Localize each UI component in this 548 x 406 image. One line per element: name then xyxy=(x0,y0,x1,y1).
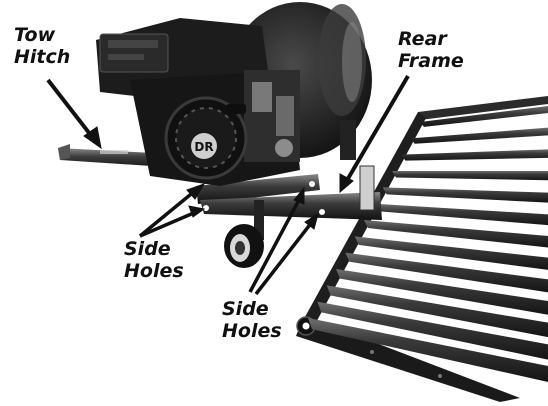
deck-slat xyxy=(392,171,548,181)
deck-slat xyxy=(354,236,548,270)
engine: DR xyxy=(96,18,300,186)
arrow-tow-hitch xyxy=(46,78,95,140)
arrow-side-holes-left-1 xyxy=(138,188,198,238)
deck-rear-rail xyxy=(418,96,548,120)
arrow-side-holes-bottom-2 xyxy=(254,220,314,296)
label-side-holes-bottom: Side Holes xyxy=(222,298,282,342)
side-hole xyxy=(319,209,325,215)
dr-logo-text: DR xyxy=(194,140,213,154)
arrowhead xyxy=(186,183,206,200)
decal-tag xyxy=(359,165,375,211)
callout-arrows xyxy=(46,74,410,296)
deck-slat xyxy=(326,285,548,338)
deck-slat xyxy=(345,252,548,293)
arrow-side-holes-left-2 xyxy=(139,210,197,238)
arrowhead xyxy=(83,126,102,150)
arrowhead xyxy=(293,186,305,205)
deck-left-rail xyxy=(300,112,426,330)
label-rear-frame: Rear Frame xyxy=(398,28,464,72)
deck-slat xyxy=(382,187,548,203)
arrow-side-holes-bottom-1 xyxy=(248,197,302,293)
arrow-rear-frame xyxy=(344,74,410,184)
deck-slat xyxy=(373,203,548,226)
deck-slat xyxy=(336,269,548,315)
deck-slats xyxy=(308,106,548,382)
deck-slat xyxy=(420,106,548,127)
deck-corner-hole-center xyxy=(302,322,310,330)
rail-rivet xyxy=(370,350,374,354)
dr-logo-badge xyxy=(191,133,217,159)
deck-slat xyxy=(317,301,548,360)
rail-rivet xyxy=(438,374,442,378)
label-side-holes-left: Side Holes xyxy=(124,238,184,282)
trailer-deck xyxy=(296,96,548,402)
deck-slat xyxy=(308,318,548,382)
caster-wheel xyxy=(224,200,264,268)
deck-slat xyxy=(401,149,548,161)
label-tow-hitch: Tow Hitch xyxy=(14,24,71,68)
deck-slat xyxy=(410,127,548,144)
deck-front-rail xyxy=(296,320,520,402)
arrowhead xyxy=(339,173,354,194)
deck-slat xyxy=(364,220,548,248)
side-hole xyxy=(203,205,209,211)
arrowhead xyxy=(188,205,206,218)
arrowhead xyxy=(304,212,319,230)
side-hole xyxy=(309,181,315,187)
rear-frame-tube xyxy=(196,165,382,220)
